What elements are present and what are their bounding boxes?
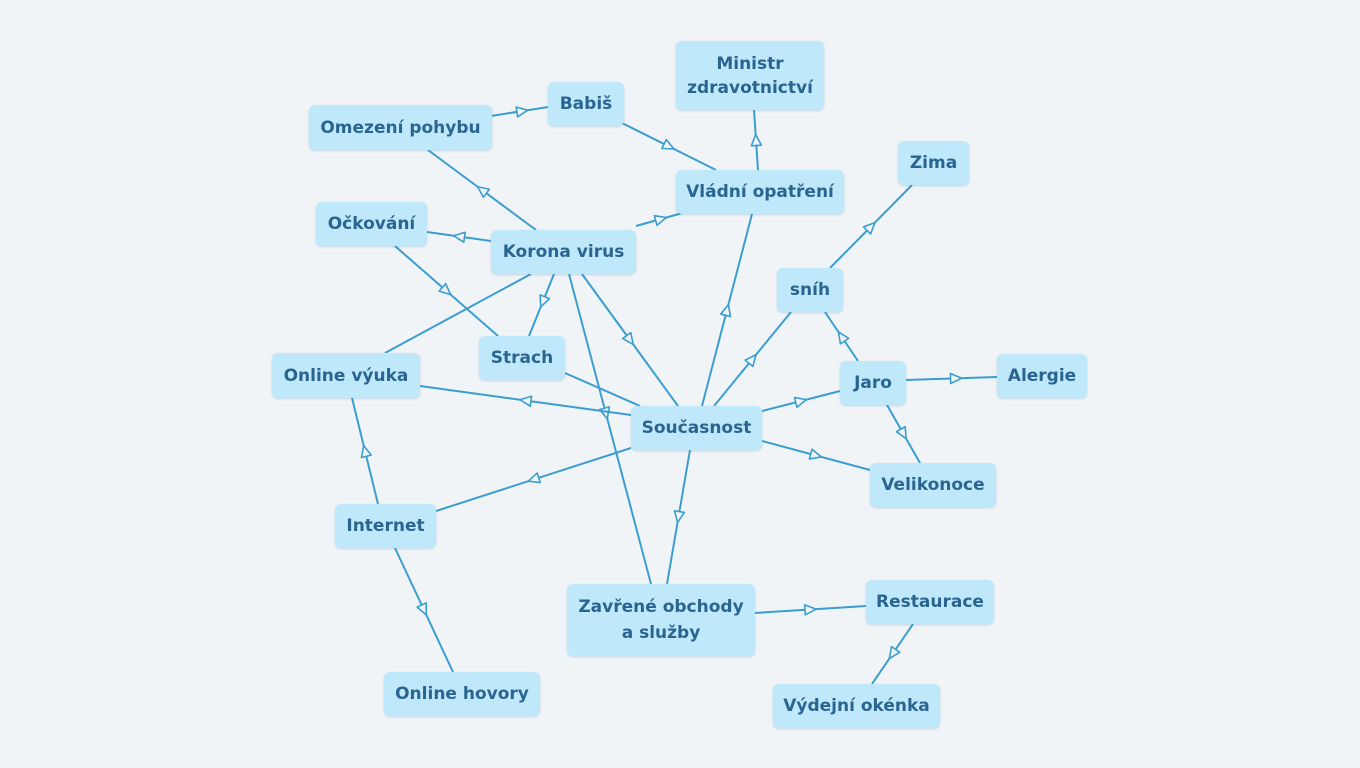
node-label: Online výuka (283, 365, 409, 386)
node-internet[interactable]: Internet (335, 504, 436, 548)
edge-soucasnost-vladni-arrowhead (719, 303, 732, 318)
node-babis[interactable]: Babiš (548, 82, 624, 126)
node-label: Ministr zdravotnictví (687, 53, 813, 98)
edge-korona-online (384, 273, 532, 354)
node-omezeni-pohybu[interactable]: Omezení pohybu (309, 105, 492, 150)
edge-soucasnost-zavrene-arrowhead (673, 509, 686, 524)
edge-jaro-snih-arrowhead (837, 331, 850, 345)
node-label: Restaurace (876, 592, 984, 612)
node-label: Babiš (559, 94, 613, 114)
node-soucasnost[interactable]: Současnost (631, 406, 762, 450)
node-korona-virus[interactable]: Korona virus (491, 230, 636, 274)
node-label: Vládní opatření (686, 182, 834, 202)
edge-vladni-ministr-arrowhead (750, 133, 763, 147)
node-snih[interactable]: sníh (777, 268, 843, 312)
node-zima[interactable]: Zima (898, 141, 969, 185)
node-label: Online hovory (395, 684, 529, 704)
edge-internet-online-arrowhead (360, 444, 372, 459)
node-vladni-opatreni[interactable]: Vládní opatření (676, 170, 844, 214)
node-zavrene-obchody[interactable]: Zavřené obchody a služby (567, 584, 755, 656)
node-label: sníh (789, 280, 831, 300)
edge-korona-soucasnost-arrowhead (621, 331, 635, 346)
edge-restaurace-vydejni-arrowhead (888, 645, 901, 660)
node-label: Velikonoce (881, 475, 985, 495)
node-strach[interactable]: Strach (479, 336, 565, 380)
edge-soucasnost-online-arrowhead (519, 395, 533, 408)
edge-strach-ockovani-arrowhead (438, 282, 452, 296)
edge-korona-vladni-arrowhead (653, 214, 668, 227)
node-label: Korona virus (502, 242, 625, 262)
edge-korona-omezeni-arrowhead (476, 185, 491, 199)
node-label: Alergie (1007, 366, 1077, 386)
edge-omezeni-babis-arrowhead (515, 106, 529, 118)
node-label: Výdejní okénka (783, 696, 930, 716)
edge-korona-zavrene-arrowhead (598, 406, 611, 420)
node-label: Jaro (854, 373, 892, 393)
node-ministr-zdravotnictvi[interactable]: Ministr zdravotnictví (676, 41, 824, 110)
node-label: Zavřené obchody a služby (578, 597, 744, 643)
node-label: Internet (346, 516, 425, 536)
edge-vladni-babis-arrowhead (661, 138, 675, 150)
edge-korona-strach-arrowhead (539, 294, 551, 308)
edge-soucasnost-jaro-arrowhead (793, 396, 808, 409)
node-label: Současnost (641, 418, 752, 438)
node-alergie[interactable]: Alergie (997, 354, 1087, 398)
edge-soucasnost-velikonoce-arrowhead (808, 448, 823, 460)
edge-jaro-alergie-arrowhead (949, 372, 963, 385)
node-velikonoce[interactable]: Velikonoce (870, 463, 996, 507)
edge-internet-hovory-arrowhead (416, 602, 428, 616)
edge-jaro-velikonoce-arrowhead (895, 425, 908, 440)
node-label: Očkování (327, 214, 416, 234)
edge-snih-zima-arrowhead (862, 221, 876, 235)
node-ockovani[interactable]: Očkování (316, 202, 427, 246)
node-label: Omezení pohybu (320, 117, 481, 138)
node-vydejni-okenka[interactable]: Výdejní okénka (773, 684, 940, 728)
node-restaurace[interactable]: Restaurace (866, 580, 994, 624)
node-label: Strach (490, 348, 554, 368)
edge-korona-zavrene (568, 273, 652, 585)
edge-soucasnost-snih-arrowhead (744, 353, 757, 368)
edge-soucasnost-internet-arrowhead (527, 472, 542, 484)
edge-zavrene-restaurace-arrowhead (803, 604, 817, 616)
node-label: Zima (909, 153, 958, 173)
node-online-vyuka[interactable]: Online výuka (272, 353, 420, 398)
node-online-hovory[interactable]: Online hovory (384, 672, 540, 716)
edge-korona-ockovani-arrowhead (452, 231, 466, 244)
edge-strach-soucasnost (564, 372, 641, 407)
node-jaro[interactable]: Jaro (840, 361, 906, 405)
